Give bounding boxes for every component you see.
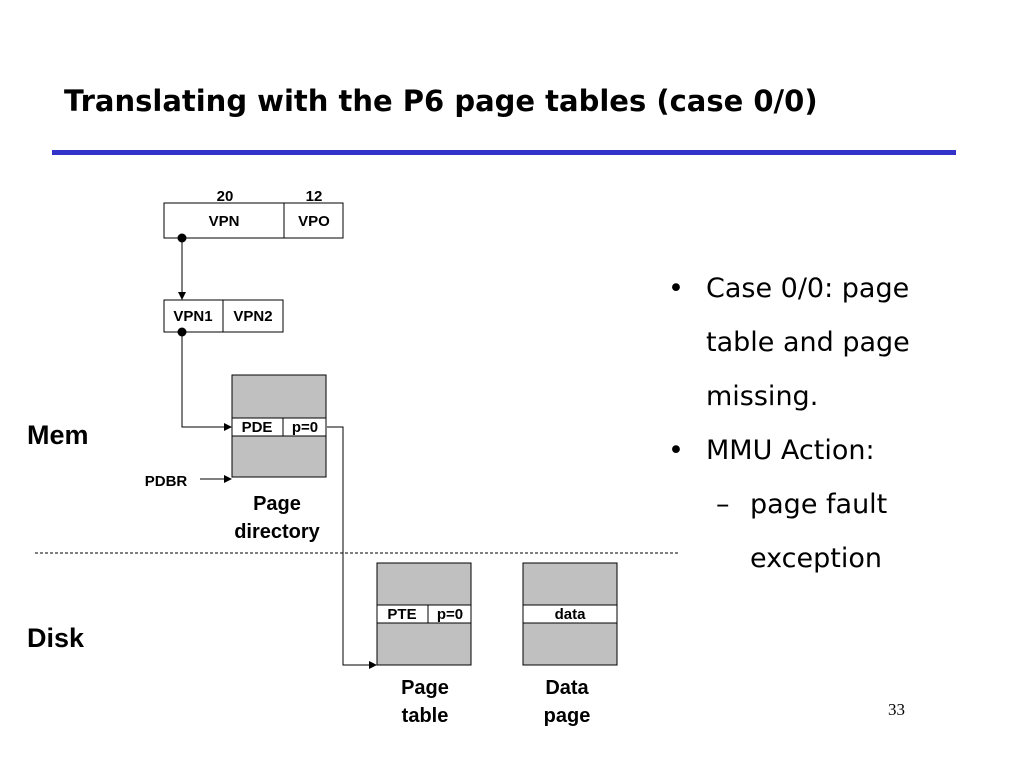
pte-label: PTE [387,606,416,623]
pde-row [231,417,327,437]
vpo-bit-width: 12 [306,188,323,205]
pte-row [376,604,472,624]
bullet-dot: • [668,435,684,466]
pte-present-bit: p=0 [437,606,463,623]
bullet-text: Case 0/0: page table and page missing. [706,273,910,412]
pde-present-bit: p=0 [292,419,318,436]
data-page-caption-2: page [544,705,591,727]
sub-bullet-text: page fault exception [750,489,888,574]
slide-title: Translating with the P6 page tables (cas… [64,84,818,118]
sub-bullet-dash: – [716,489,730,520]
sub-bullet-item: – page fault exception [716,478,968,586]
bullet-dot: • [668,273,684,304]
pde-label: PDE [242,419,273,436]
mem-region-label: Mem [27,420,89,450]
vpn2-label: VPN2 [233,308,272,325]
disk-region-label: Disk [27,623,85,653]
bullet-item: • Case 0/0: page table and page missing. [668,262,968,424]
vpn1-to-pde-arrow [181,332,232,431]
slide-number: 33 [888,700,905,719]
pde-to-pte-arrow [327,426,377,669]
page-directory-caption-1: Page [253,493,301,515]
bullet-item: • MMU Action: [668,424,968,478]
page-directory-caption-2: directory [234,521,320,543]
page-table-caption-1: Page [401,677,449,699]
vpn-bit-width: 20 [217,188,234,205]
va-vpo-field [283,202,344,239]
page-table-caption-2: table [402,705,449,727]
vpn1-label: VPN1 [173,308,212,325]
pdbr-label: PDBR [145,473,188,490]
va-vpn-label: VPN [209,213,240,230]
data-label: data [555,606,587,623]
title-underline [52,150,956,155]
bullet-text: MMU Action: [706,435,875,466]
va-vpo-label: VPO [298,213,330,230]
bullet-list: • Case 0/0: page table and page missing.… [668,262,968,586]
data-row [522,604,618,624]
data-page-caption-1: Data [545,677,589,699]
vpn2-field [222,299,284,333]
